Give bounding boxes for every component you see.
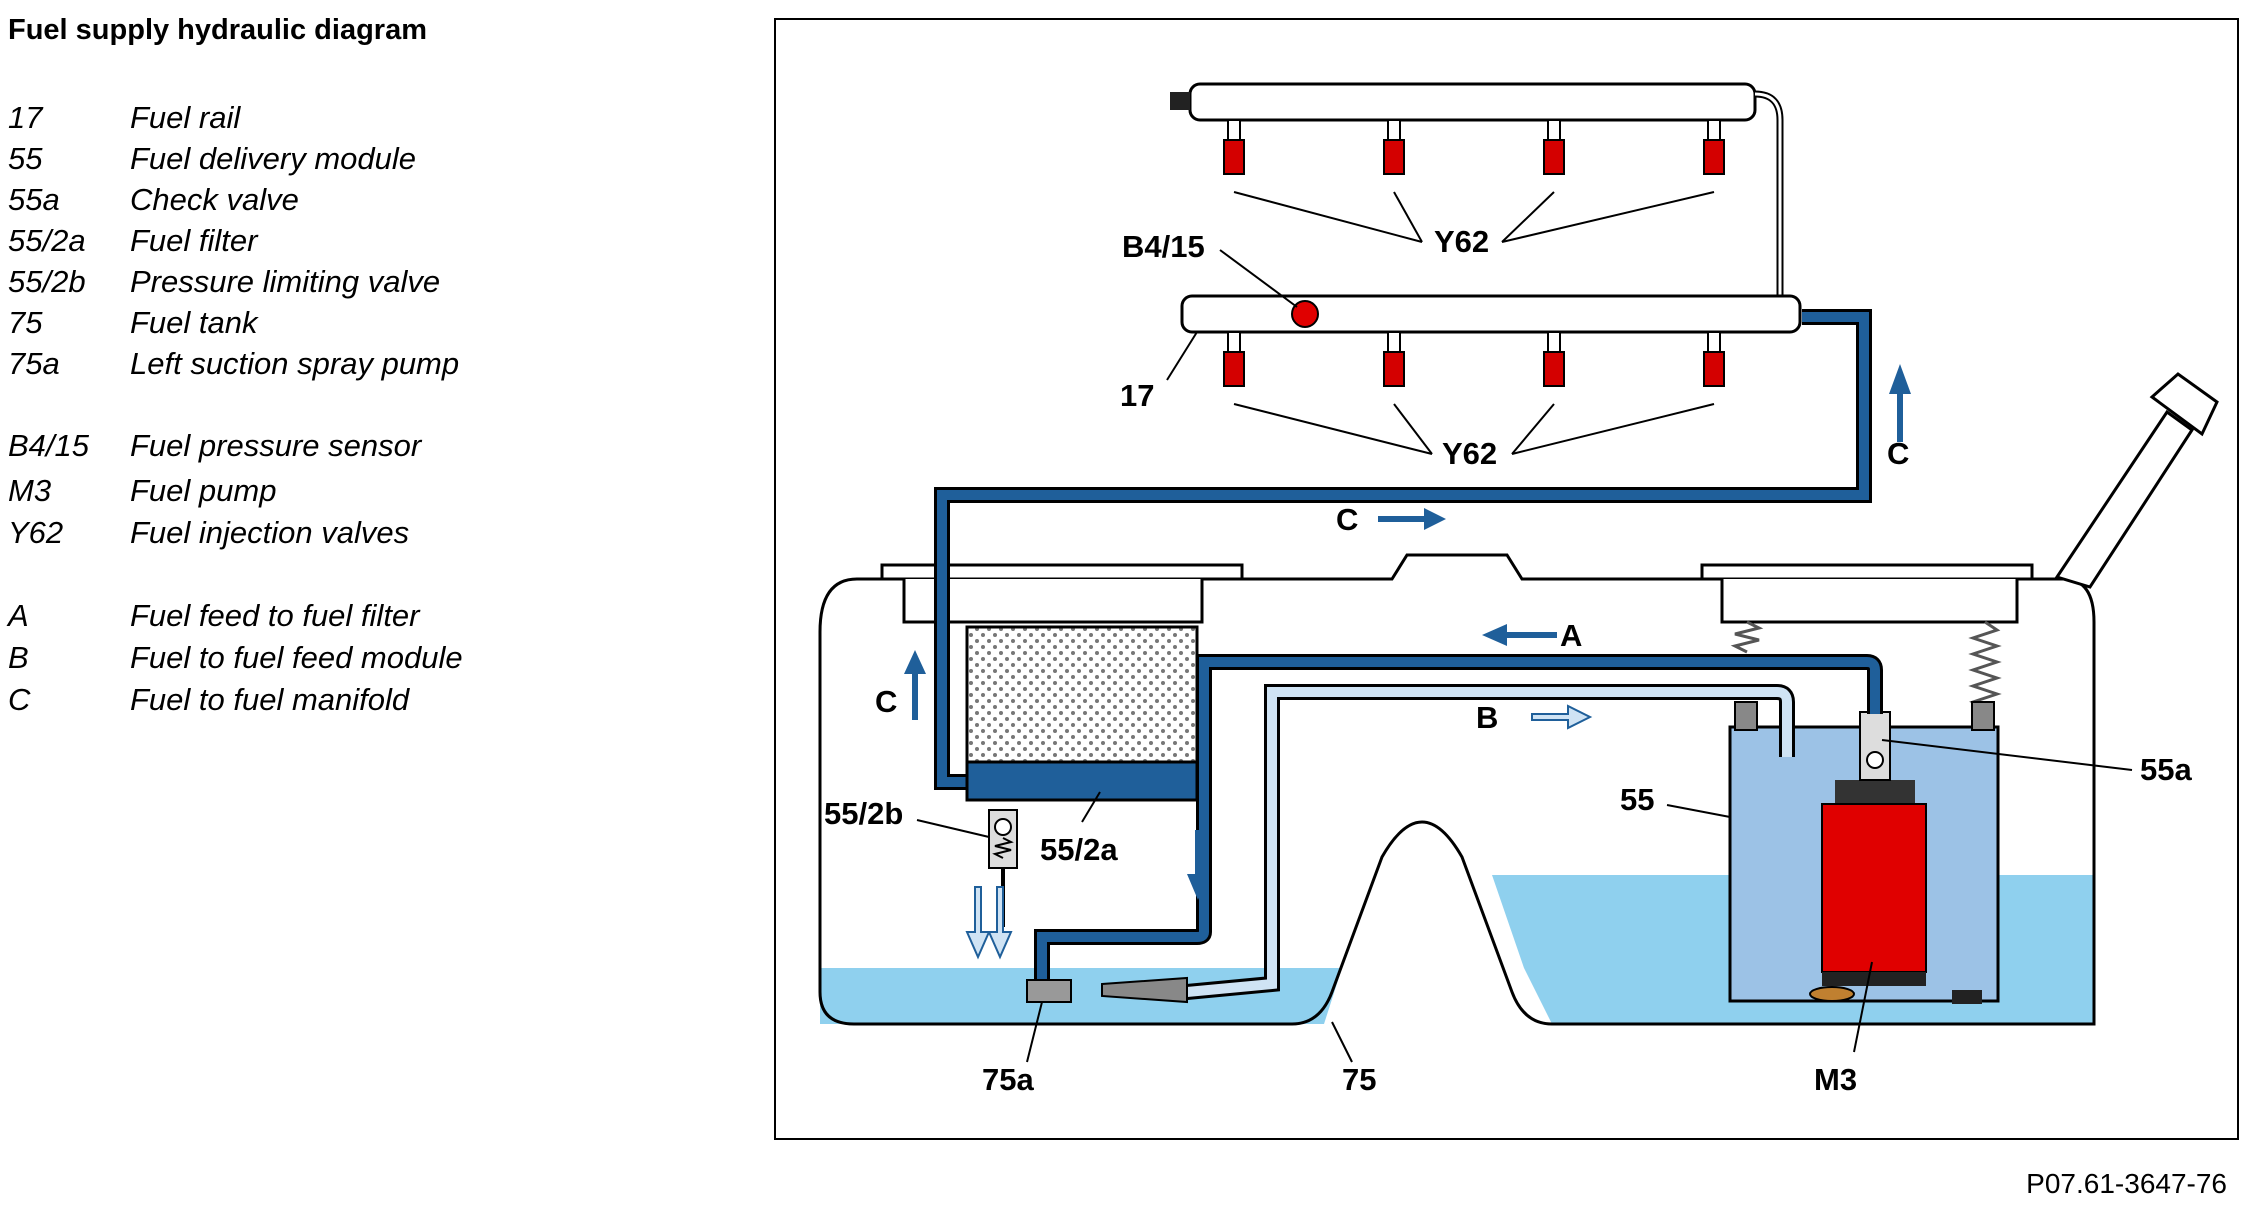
fuel-rail-17: [1180, 294, 1802, 334]
legend-code: 55/2a: [8, 223, 86, 258]
legend-code: 75a: [8, 346, 60, 381]
label-valve-55a: 55a: [2140, 752, 2192, 787]
filler-neck: [2054, 409, 2195, 589]
module-post-right: [1971, 701, 1995, 731]
legend-desc: Fuel rail: [130, 100, 241, 135]
legend-item: 55/2a Fuel filter: [8, 223, 748, 263]
venturi-nozzle: [1101, 976, 1188, 1004]
pump-top-cap: [1835, 780, 1915, 804]
label-tank-75: 75: [1342, 1062, 1376, 1097]
legend-desc: Pressure limiting valve: [130, 264, 441, 299]
label-flow-b: B: [1476, 700, 1498, 735]
label-pump-75a: 75a: [982, 1062, 1034, 1097]
legend-item: 55 Fuel delivery module: [8, 141, 748, 181]
label-filter-55-2a: 55/2a: [1040, 832, 1118, 867]
spring-left: [1730, 620, 1764, 654]
legend-desc: Fuel delivery module: [130, 141, 417, 176]
label-rail-17: 17: [1120, 378, 1154, 413]
legend-code: M3: [8, 473, 52, 508]
legend-desc: Fuel pump: [130, 473, 277, 508]
transfer-line-b-fill: [1186, 687, 1792, 997]
rail-crossover-line: [1754, 90, 1784, 297]
pump-strainer: [1809, 986, 1855, 1002]
legend-item: 17 Fuel rail: [8, 100, 748, 140]
pressure-valve-ball: [994, 818, 1012, 836]
label-b4-15: B4/15: [1122, 229, 1205, 264]
legend-code: 17: [8, 100, 43, 135]
legend-desc: Fuel tank: [130, 305, 258, 340]
label-module-55: 55: [1620, 782, 1654, 817]
pressure-valve-spring: [992, 837, 1014, 859]
check-valve-ball: [1866, 751, 1884, 769]
legend-item: 55a Check valve: [8, 182, 748, 222]
legend-title: Fuel supply hydraulic diagram: [8, 14, 427, 46]
legend-code: A: [8, 598, 29, 633]
suction-spray-pump-75a: [1026, 979, 1072, 1003]
legend-desc: Fuel pressure sensor: [130, 428, 422, 463]
legend-desc: Fuel to fuel feed module: [130, 640, 463, 675]
legend-item: 55/2b Pressure limiting valve: [8, 264, 748, 304]
right-flange: [1700, 563, 2034, 581]
legend-item: Y62 Fuel injection valves: [8, 515, 748, 555]
legend-item: C Fuel to fuel manifold: [8, 682, 748, 722]
right-mount-housing: [1720, 579, 2019, 624]
leader-lines: [916, 191, 2133, 1063]
label-y62-top: Y62: [1434, 224, 1489, 259]
legend-code: C: [8, 682, 31, 717]
legend-code: B: [8, 640, 29, 675]
legend-item: A Fuel feed to fuel filter: [8, 598, 748, 638]
diagram-frame: Y62 Y62 B4/15 17 C C C A B 55a 55 55/2b …: [774, 18, 2239, 1140]
fuel-pressure-sensor: [1291, 300, 1319, 328]
rail-crossover-line-fill: [1754, 92, 1782, 297]
legend-desc: Fuel filter: [130, 223, 258, 258]
flow-arrows: [904, 364, 1911, 960]
left-mount-housing: [902, 579, 1204, 624]
upper-injectors: [1223, 119, 1725, 175]
legend-item: 75a Left suction spray pump: [8, 346, 748, 386]
fuel-pump-m3: [1821, 803, 1927, 973]
legend-item: 75 Fuel tank: [8, 305, 748, 345]
legend-code: 55: [8, 141, 43, 176]
fuel-level-left: [820, 968, 1342, 1024]
filter-base: [965, 760, 1199, 802]
label-y62-bottom: Y62: [1442, 436, 1497, 471]
module-post-left: [1734, 701, 1758, 731]
figure-code: P07.61-3647-76: [2026, 1168, 2227, 1199]
feed-line-a-fill: [1199, 657, 1880, 927]
legend-panel: Fuel supply hydraulic diagram 17 Fuel ra…: [0, 0, 760, 1210]
legend-item: B4/15 Fuel pressure sensor: [8, 428, 748, 468]
supply-line-c-fill: [937, 312, 1869, 787]
label-pump-m3: M3: [1814, 1062, 1857, 1097]
label-flow-c-left: C: [875, 684, 897, 719]
legend-item: M3 Fuel pump: [8, 473, 748, 513]
hydraulic-diagram: Y62 Y62 B4/15 17 C C C A B 55a 55 55/2b …: [818, 82, 2219, 1097]
legend-code: 55/2b: [8, 264, 86, 299]
legend-desc: Fuel feed to fuel filter: [130, 598, 420, 633]
label-flow-c-mid: C: [1336, 502, 1358, 537]
legend-desc: Check valve: [130, 182, 299, 217]
upper-rail-plug: [1170, 92, 1190, 110]
pump-bottom-cap: [1822, 972, 1926, 986]
check-valve-55a: [1859, 711, 1891, 781]
legend-item: B Fuel to fuel feed module: [8, 640, 748, 680]
lower-injectors: [1223, 331, 1725, 387]
upper-fuel-rail: [1188, 82, 1757, 122]
pump-outlet-connector: [1952, 990, 1982, 1004]
legend-code: Y62: [8, 515, 64, 550]
legend-desc: Left suction spray pump: [130, 346, 460, 381]
label-valve-55-2b: 55/2b: [824, 796, 903, 831]
fuel-filter-55-2a: [965, 625, 1199, 764]
filler-cap: [2149, 372, 2219, 437]
legend-desc: Fuel injection valves: [130, 515, 410, 550]
label-flow-c-right: C: [1887, 436, 1909, 471]
suction-line-75a-fill: [1037, 927, 1209, 987]
legend-desc: Fuel to fuel manifold: [130, 682, 410, 717]
legend-code: B4/15: [8, 428, 90, 463]
legend-code: 75: [8, 305, 43, 340]
legend-code: 55a: [8, 182, 60, 217]
label-flow-a: A: [1560, 618, 1582, 653]
spring-right: [1968, 620, 2002, 710]
